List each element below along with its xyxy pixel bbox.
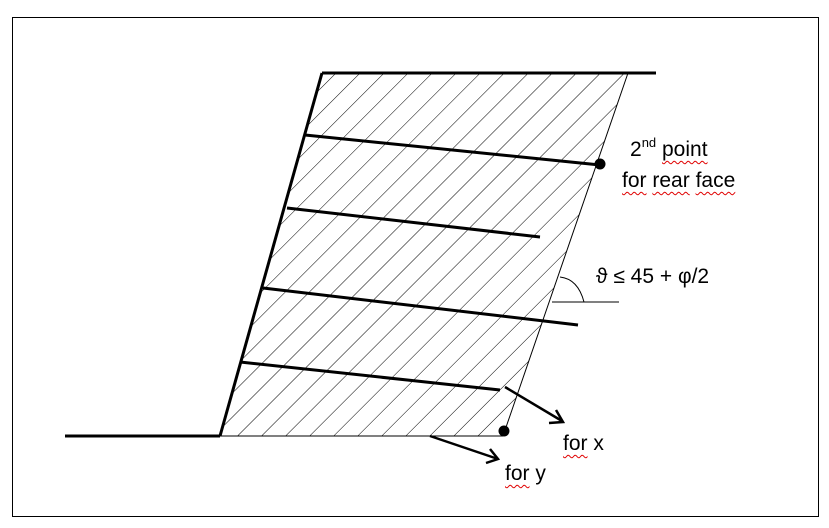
word-y: y: [535, 462, 546, 485]
word-for: for: [505, 462, 530, 485]
second-point-num: 2: [630, 138, 642, 161]
first-point-marker: [498, 425, 510, 437]
word-for: for: [563, 432, 588, 455]
word-rear: rear: [652, 169, 690, 192]
for-y-label: for y: [505, 463, 546, 484]
reinforcement-4: [239, 360, 501, 392]
angle-arc: [559, 276, 585, 303]
rear-face-line: [502, 72, 629, 437]
second-point-label: 2nd point: [630, 136, 708, 161]
second-point-sup: nd: [641, 135, 657, 150]
reinforcement-layers: [239, 133, 601, 392]
reinforcement-2: [286, 206, 541, 239]
reinforcement-3: [262, 286, 579, 327]
rear-face-label: for rear face: [622, 170, 735, 191]
word-x: x: [593, 432, 604, 455]
reinforcement-1: [304, 133, 601, 167]
second-point-word: point: [662, 138, 708, 161]
arrow-for-x: [504, 385, 566, 425]
wall-front-face: [218, 72, 324, 437]
word-for: for: [622, 169, 647, 192]
angle-condition-label: ϑ ≤ 45 + φ/2: [596, 265, 710, 288]
word-face: face: [695, 169, 736, 192]
frame-border: [12, 17, 819, 517]
for-x-label: for x: [563, 433, 604, 454]
arrow-for-y: [429, 434, 501, 465]
hatched-reinforced-fill: [220, 73, 628, 436]
second-point-marker: [594, 158, 606, 170]
